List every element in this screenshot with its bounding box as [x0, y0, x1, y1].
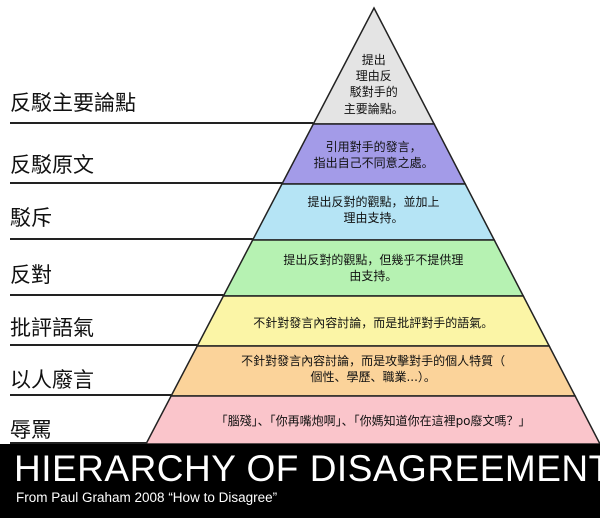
level-label-7: 辱罵 [10, 418, 52, 442]
level-description-6: 不針對發言內容討論，而是攻擊對手的個人特質（ 個性、學歷、職業...）。 [241, 354, 506, 385]
level-description-4: 提出反對的觀點，但幾乎不提供理 由支持。 [283, 253, 464, 284]
level-label-6: 以人廢言 [10, 368, 94, 392]
pyramid-diagram [10, 6, 600, 444]
level-label-5: 批評語氣 [10, 316, 94, 340]
level-description-5: 不針對發言內容討論，而是批評對手的語氣。 [253, 316, 494, 330]
pyramid-tier-7 [145, 395, 600, 444]
level-label-1: 反駁主要論點 [10, 91, 136, 115]
level-description-2: 引用對手的發言， 指出自己不同意之處。 [313, 140, 434, 171]
footer-banner: HIERARCHY OF DISAGREEMENT From Paul Grah… [0, 444, 600, 518]
level-label-2: 反駁原文 [10, 153, 94, 177]
level-label-4: 反對 [10, 263, 52, 287]
level-description-3: 提出反對的觀點，並加上 理由支持。 [307, 195, 440, 226]
level-description-7: 「腦殘」、「你再嘴炮啊」、「你媽知道你在這裡po廢文嗎？」 [215, 414, 531, 428]
diagram-source: From Paul Graham 2008 “How to Disagree” [16, 490, 278, 505]
level-label-3: 駁斥 [10, 206, 52, 230]
diagram-title: HIERARCHY OF DISAGREEMENT [14, 448, 600, 489]
level-description-1: 提出 理由反 駁對手的 主要論點。 [343, 53, 404, 116]
